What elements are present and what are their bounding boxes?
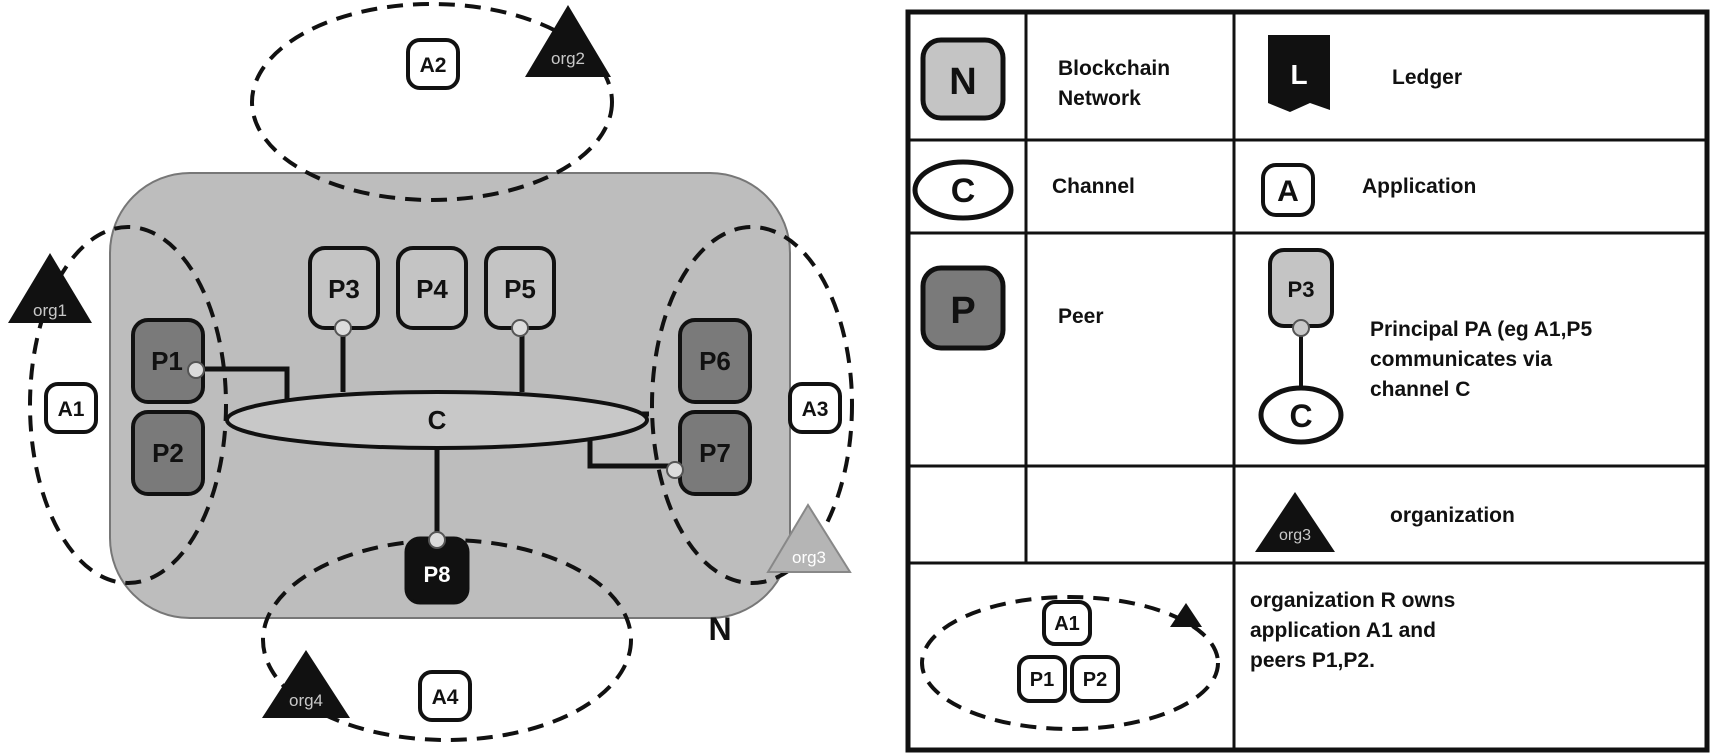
legend-network-text-2: Network xyxy=(1058,87,1141,110)
legend-principal-text-3: channel C xyxy=(1370,378,1470,401)
app-a2 xyxy=(406,38,460,90)
network-diagram: C P3 P4 P5 P1 P2 P6 P7 P8 A2 xyxy=(8,2,854,742)
peer-p4 xyxy=(396,246,468,330)
legend-ownership-app-icon xyxy=(1042,600,1092,646)
legend-ownership-peer2-icon xyxy=(1070,655,1120,703)
legend-application-symbol: A xyxy=(1277,175,1299,208)
legend-ownership-text-3: peers P1,P2. xyxy=(1250,649,1375,672)
legend-peer-text: Peer xyxy=(1058,305,1104,328)
legend-organization-symbol: org3 xyxy=(1279,527,1311,544)
network-label: N xyxy=(708,611,731,647)
legend-application-text: Application xyxy=(1362,175,1476,198)
legend-principal-text-1: Principal PA (eg A1,P5 xyxy=(1370,318,1592,341)
legend-ledger-icon xyxy=(1268,35,1330,112)
legend-table: N Blockchain Network L Ledger C Channel … xyxy=(905,9,1710,753)
org3-label: org3 xyxy=(792,548,826,567)
legend-principal-text-2: communicates via xyxy=(1370,348,1552,371)
legend-ownership-text-2: application A1 and xyxy=(1250,619,1436,642)
org1-boundary xyxy=(28,225,228,585)
legend-ownership-boundary xyxy=(920,595,1220,731)
app-a3-label: A3 xyxy=(802,398,829,421)
org4-label: org4 xyxy=(289,691,323,710)
app-a4-label: A4 xyxy=(432,686,459,709)
legend-principal-dot xyxy=(1292,319,1310,337)
peer-p4-label: P4 xyxy=(416,274,448,304)
org3-icon xyxy=(766,503,852,573)
legend-ledger-text: Ledger xyxy=(1392,66,1462,89)
peer-p6-label: P6 xyxy=(699,346,731,376)
channel-c-label: C xyxy=(428,405,447,435)
peer-p1 xyxy=(131,318,205,404)
legend-ledger-symbol: L xyxy=(1290,59,1307,90)
legend-border xyxy=(905,9,1710,753)
org2-icon xyxy=(525,5,611,77)
org2-boundary xyxy=(250,2,614,202)
legend-channel-icon xyxy=(912,159,1014,221)
legend-ownership-org-icon xyxy=(1170,603,1202,627)
peer-p7 xyxy=(678,410,752,496)
app-a1-label: A1 xyxy=(58,398,85,421)
legend-ownership-text-1: organization R owns xyxy=(1250,589,1455,612)
legend-principal-peer-symbol: P3 xyxy=(1288,277,1315,302)
legend-network-text-1: Blockchain xyxy=(1058,57,1170,80)
peer-p2 xyxy=(131,410,205,496)
legend-principal-channel-symbol: C xyxy=(1289,398,1312,434)
legend-peer-symbol: P xyxy=(950,290,975,332)
peer-p8-label: P8 xyxy=(424,562,451,587)
legend-peer-icon xyxy=(920,265,1006,351)
channel-c xyxy=(225,390,649,450)
connection-dots xyxy=(187,319,684,549)
legend-network-icon xyxy=(920,37,1006,121)
peer-p7-label: P7 xyxy=(699,438,731,468)
legend-channel-symbol: C xyxy=(951,172,976,210)
app-a4 xyxy=(418,670,472,722)
legend-ownership-peer2-symbol: P2 xyxy=(1083,669,1107,691)
org4-icon xyxy=(262,650,350,718)
peer-p2-label: P2 xyxy=(152,438,184,468)
org1-icon xyxy=(8,253,92,323)
peer-p1-label: P1 xyxy=(151,346,183,376)
org3-boundary xyxy=(650,225,854,585)
legend-organization-text: organization xyxy=(1390,504,1515,527)
legend-ownership-app-symbol: A1 xyxy=(1054,613,1080,635)
org1-label: org1 xyxy=(33,301,67,320)
app-a2-label: A2 xyxy=(420,54,447,77)
peer-p3-label: P3 xyxy=(328,274,360,304)
app-a1 xyxy=(44,382,98,434)
legend-organization-icon xyxy=(1255,492,1335,552)
legend-application-icon xyxy=(1261,163,1315,217)
legend-network-symbol: N xyxy=(949,61,976,103)
app-a3 xyxy=(788,382,842,434)
legend-ownership-peer1-icon xyxy=(1017,655,1067,703)
peer-p5-label: P5 xyxy=(504,274,536,304)
legend-channel-text: Channel xyxy=(1052,175,1135,198)
org2-label: org2 xyxy=(551,49,585,68)
legend-principal-channel-icon xyxy=(1258,385,1344,445)
peer-p6 xyxy=(678,318,752,404)
legend-ownership-peer1-symbol: P1 xyxy=(1030,669,1054,691)
